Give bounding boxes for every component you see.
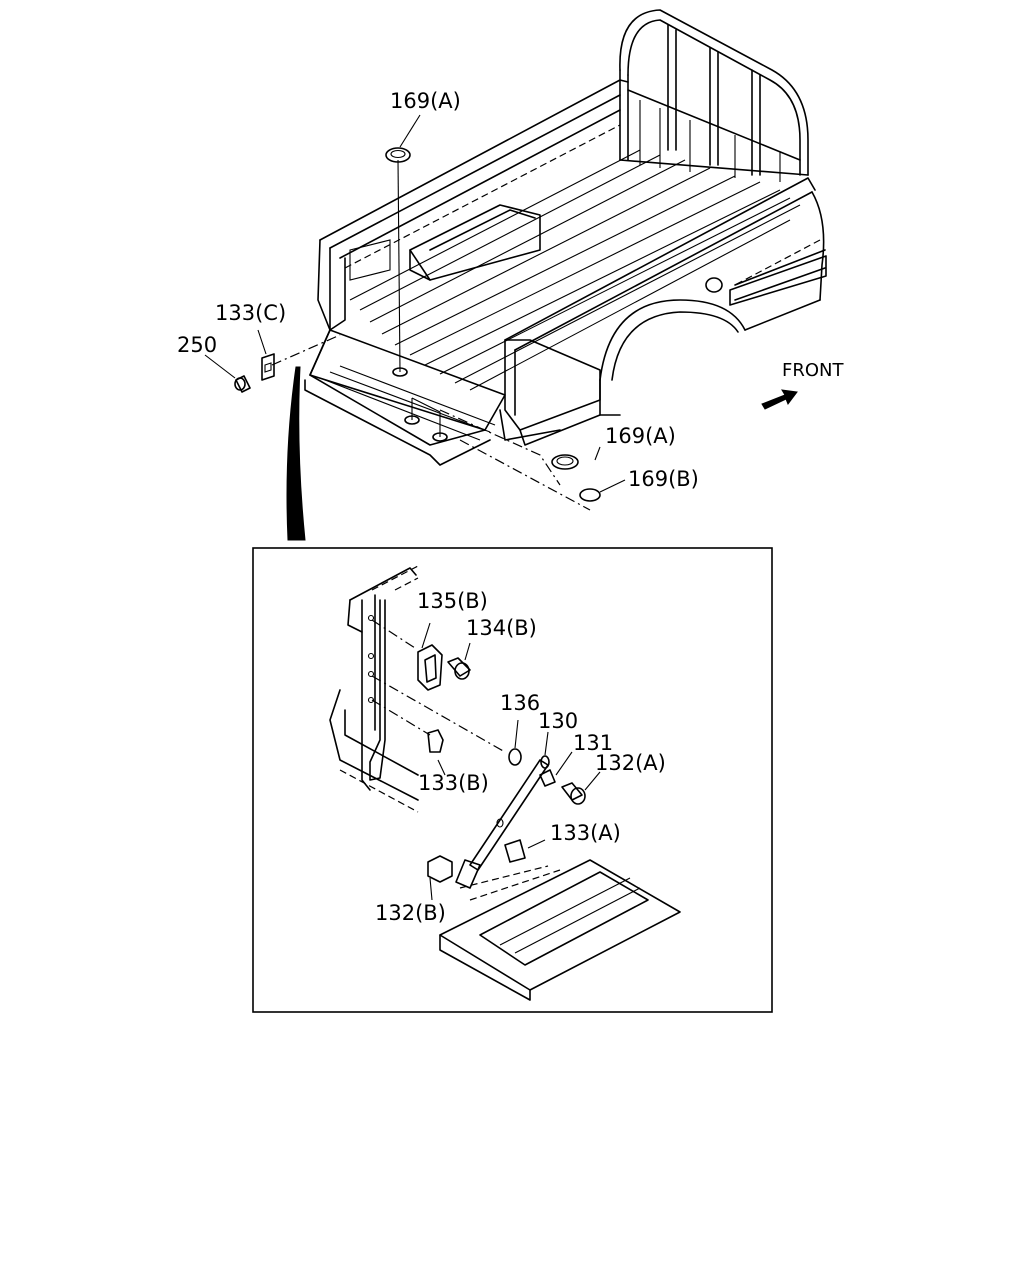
label-135b: 135(B) xyxy=(417,589,488,613)
label-169a-right: 169(A) xyxy=(605,424,676,448)
truck-bed-illustration xyxy=(204,9,827,541)
label-front: FRONT xyxy=(782,360,844,381)
label-132b: 132(B) xyxy=(375,901,446,925)
label-169a-top: 169(A) xyxy=(390,89,461,113)
label-136: 136 xyxy=(500,691,540,715)
label-132a: 132(A) xyxy=(595,751,666,775)
detail-inset xyxy=(252,547,773,1013)
front-arrow-icon xyxy=(761,389,798,410)
label-133a: 133(A) xyxy=(550,821,621,845)
label-131: 131 xyxy=(573,731,613,755)
label-250: 250 xyxy=(177,333,217,357)
label-133b: 133(B) xyxy=(418,771,489,795)
label-130: 130 xyxy=(538,709,578,733)
label-169b: 169(B) xyxy=(628,467,699,491)
label-134b: 134(B) xyxy=(466,616,537,640)
label-133c: 133(C) xyxy=(215,301,286,325)
